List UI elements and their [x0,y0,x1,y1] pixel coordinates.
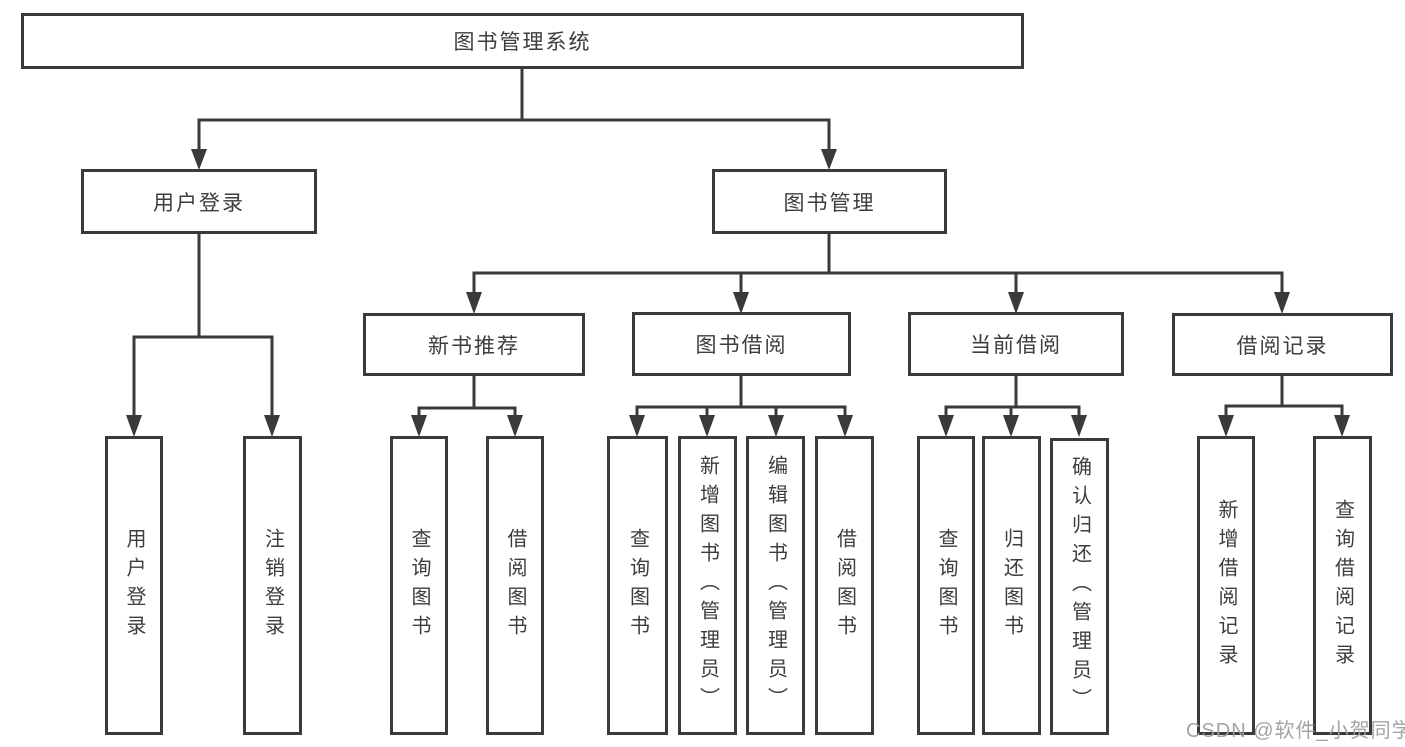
leaf-borrow-books-borrowing: 借阅图书 [815,436,874,735]
node-borrow-records-label: 借阅记录 [1236,334,1329,358]
leaf-add-borrow-record: 新增借阅记录 [1197,436,1255,735]
leaf-query-books-current: 查询图书 [917,436,975,735]
node-borrow-records: 借阅记录 [1172,313,1393,376]
leaf-borrow-books-recommend: 借阅图书 [486,436,544,735]
leaf-query-borrow-record-label: 查询借阅记录 [1331,498,1354,673]
node-user-login: 用户登录 [81,169,317,234]
leaf-query-books-current-label: 查询图书 [935,527,957,644]
leaf-query-books-borrowing: 查询图书 [607,436,668,735]
leaf-add-book-admin: 新增图书（管理员） [678,436,737,735]
node-current-borrowing-label: 当前借阅 [970,334,1062,357]
node-book-management: 图书管理 [712,169,947,234]
node-new-book-recommend: 新书推荐 [363,313,585,376]
leaf-return-books: 归还图书 [982,436,1041,735]
leaf-query-borrow-record: 查询借阅记录 [1313,436,1372,735]
leaf-query-books-borrowing-label: 查询图书 [626,527,649,644]
root-node-library-system: 图书管理系统 [21,13,1024,69]
leaf-user-login: 用户登录 [105,436,163,735]
leaf-query-books-recommend: 查询图书 [390,436,448,735]
leaf-return-books-label: 归还图书 [1000,527,1023,644]
leaf-add-book-admin-label: 新增图书（管理员） [696,455,719,716]
node-user-login-label: 用户登录 [153,191,245,215]
leaf-confirm-return-admin-label: 确认归还（管理员） [1068,456,1091,717]
arrowhead-icons [126,149,1350,437]
node-current-borrowing: 当前借阅 [908,312,1124,376]
leaf-query-books-recommend-label: 查询图书 [408,527,430,644]
node-book-management-label: 图书管理 [783,191,876,215]
node-new-book-recommend-label: 新书推荐 [428,334,520,358]
node-book-borrowing-label: 图书借阅 [695,334,788,357]
leaf-user-login-label: 用户登录 [123,527,145,644]
csdn-watermark: CSDN @软件_小贺同学 [1186,720,1405,742]
node-book-borrowing: 图书借阅 [632,312,851,376]
leaf-logout: 注销登录 [243,436,302,735]
leaf-borrow-books-borrowing-label: 借阅图书 [833,527,856,644]
leaf-edit-book-admin: 编辑图书（管理员） [746,436,805,735]
leaf-add-borrow-record-label: 新增借阅记录 [1215,498,1237,673]
leaf-edit-book-admin-label: 编辑图书（管理员） [764,455,787,716]
leaf-logout-label: 注销登录 [261,527,284,644]
root-node-label: 图书管理系统 [453,31,592,54]
leaf-confirm-return-admin: 确认归还（管理员） [1050,438,1109,735]
leaf-borrow-books-recommend-label: 借阅图书 [504,527,526,644]
